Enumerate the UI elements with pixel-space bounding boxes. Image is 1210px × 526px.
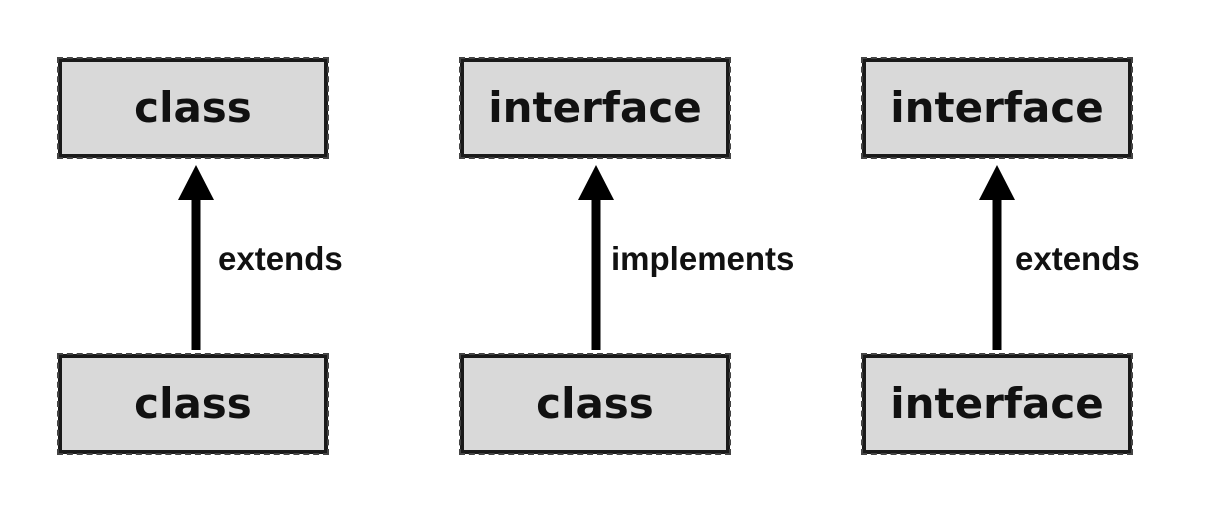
parent-box-interface: interface bbox=[861, 57, 1133, 159]
arrow-extends-interface bbox=[979, 165, 1015, 350]
relation-label-implements: implements bbox=[611, 240, 795, 277]
parent-box-label: interface bbox=[890, 83, 1104, 132]
parent-box-interface: interface bbox=[459, 57, 731, 159]
child-box-interface: interface bbox=[861, 353, 1133, 455]
child-box-label: class bbox=[536, 379, 654, 428]
parent-box-label: class bbox=[134, 83, 252, 132]
parent-box-class: class bbox=[57, 57, 329, 159]
parent-box-label: interface bbox=[488, 83, 702, 132]
relation-label-extends: extends bbox=[1015, 240, 1140, 277]
child-box-class: class bbox=[459, 353, 731, 455]
child-box-class: class bbox=[57, 353, 329, 455]
child-box-label: interface bbox=[890, 379, 1104, 428]
arrow-extends-class bbox=[178, 165, 214, 350]
arrow-implements bbox=[578, 165, 614, 350]
relation-label-extends: extends bbox=[218, 240, 343, 277]
child-box-label: class bbox=[134, 379, 252, 428]
